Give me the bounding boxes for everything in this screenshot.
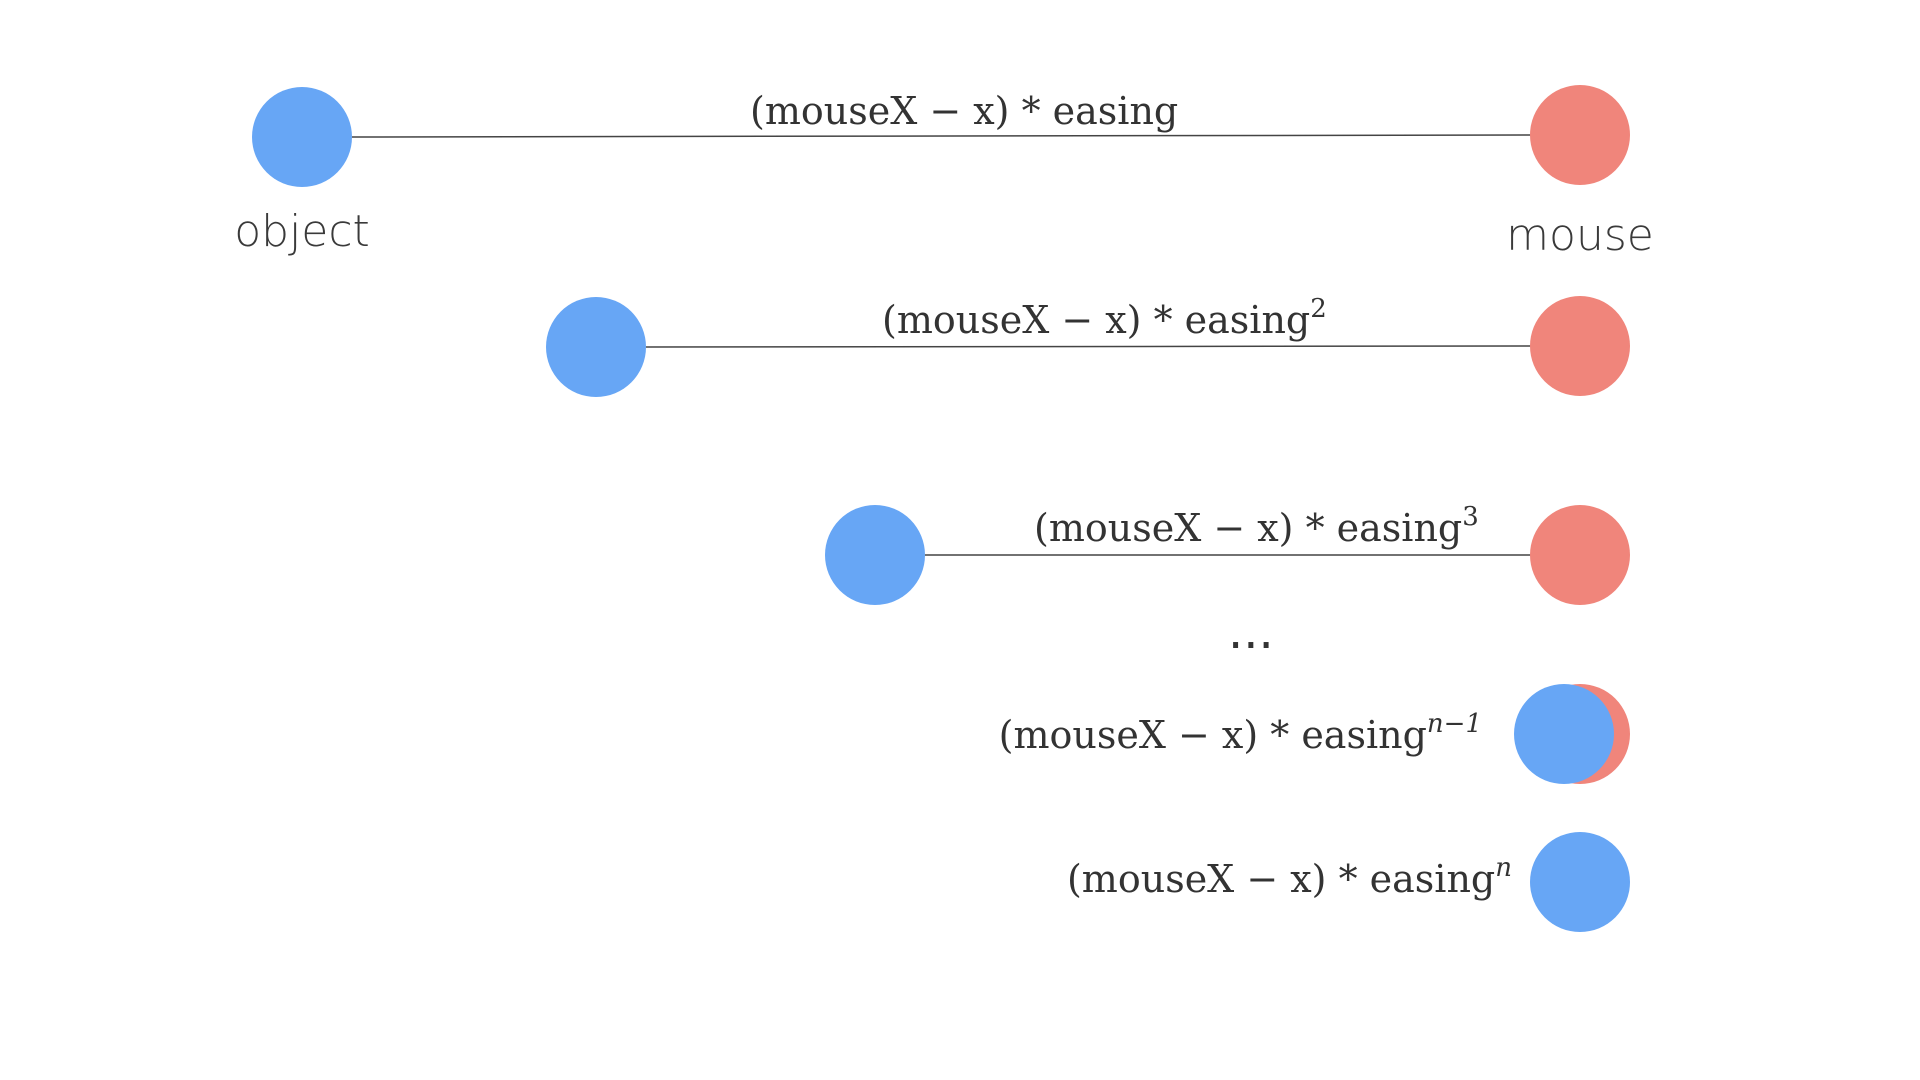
connector-line-2 [645,345,1541,348]
mouse-label: mouse [1506,210,1654,261]
formula-1: (mouseX − x) * easing [750,89,1178,133]
formula-5-base: (mouseX − x) * easing [1067,857,1495,901]
formula-5: (mouseX − x) * easingn [1067,853,1512,901]
object-circle-5 [1530,832,1630,932]
ellipsis: ... [1228,604,1274,660]
object-circle-3 [825,505,925,605]
formula-2: (mouseX − x) * easing2 [882,294,1327,342]
mouse-circle-3 [1530,505,1630,605]
formula-4-exponent: n−1 [1427,709,1482,739]
formula-2-exponent: 2 [1310,294,1327,324]
formula-4-base: (mouseX − x) * easing [999,713,1427,757]
mouse-circle-1 [1530,85,1630,185]
object-circle-1 [252,87,352,187]
object-circle-4 [1514,684,1614,784]
step-row-4: (mouseX − x) * easingn−1 [999,684,1630,784]
object-circle-2 [546,297,646,397]
formula-5-exponent: n [1495,853,1512,883]
step-row-2: (mouseX − x) * easing2 [546,294,1630,397]
mouse-circle-2 [1530,296,1630,396]
step-row-1: (mouseX − x) * easing object mouse [234,85,1654,261]
step-row-3: (mouseX − x) * easing3 [825,502,1630,605]
formula-2-base: (mouseX − x) * easing [882,298,1310,342]
formula-3-exponent: 3 [1462,502,1479,532]
formula-4: (mouseX − x) * easingn−1 [999,709,1482,757]
formula-3: (mouseX − x) * easing3 [1034,502,1479,550]
step-row-5: (mouseX − x) * easingn [1067,832,1630,932]
formula-1-base: (mouseX − x) * easing [750,89,1178,133]
object-label: object [234,206,370,257]
connector-line-1 [351,134,1541,138]
formula-3-base: (mouseX − x) * easing [1034,506,1462,550]
